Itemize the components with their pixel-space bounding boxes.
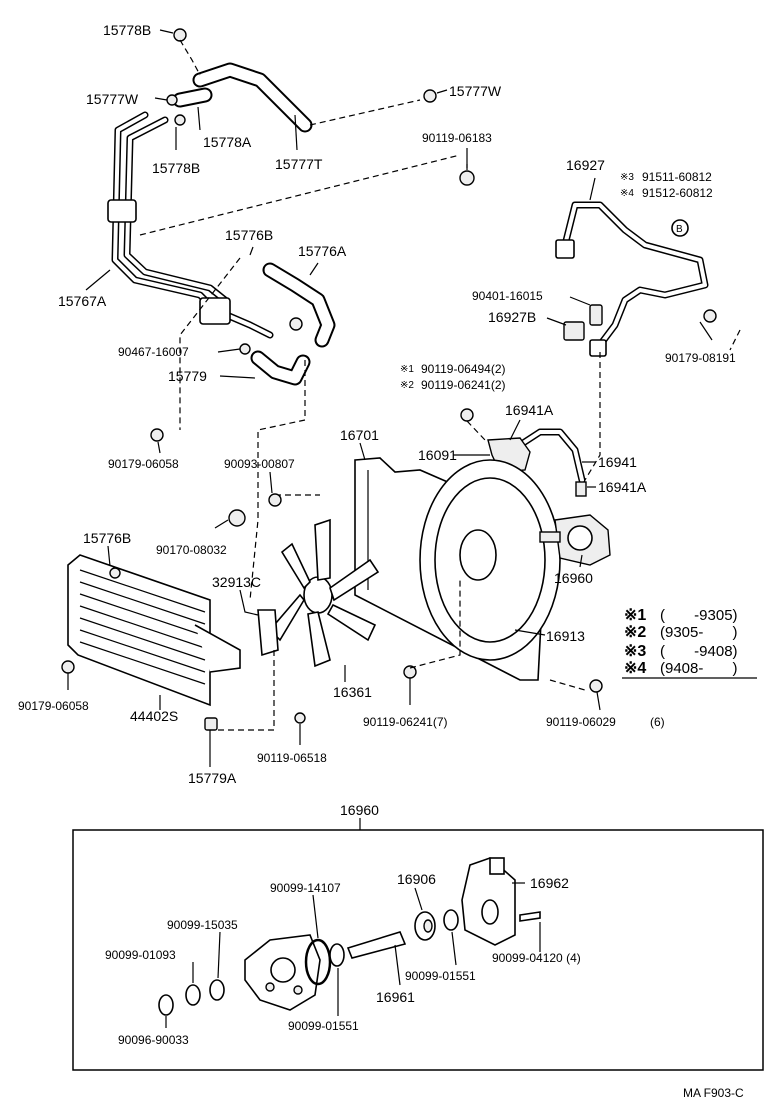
label-15779: 15779 [168,368,207,384]
label-note2-mark: ※2 [400,380,414,391]
label-16913: 16913 [546,628,585,644]
label-90093-00807: 90093-00807 [224,457,295,471]
legend-range-1: ( -9305) [660,607,738,624]
legend-mark-4: ※4 [624,660,646,677]
label-15767a: 15767A [58,293,107,309]
label-16701: 16701 [340,427,379,443]
label-90099-01093: 90099-01093 [105,948,176,962]
label-16941a-bot: 16941A [598,479,647,495]
label-16906: 16906 [397,871,436,887]
label-32913c: 32913C [212,574,261,590]
label-90119-06241-7: 90119-06241(7) [363,715,448,729]
label-ref-b: B [676,224,683,235]
label-91512-60812: 91512-60812 [642,186,713,200]
leader-lines [67,29,713,767]
label-note3-mark: ※3 [620,172,634,183]
radiator-hose-assembly [150,262,336,442]
label-note1-mark: ※1 [400,364,414,375]
label-15776a: 15776A [298,243,347,259]
legend-range-4: (9408- ) [660,660,738,677]
label-44402s: 44402S [130,708,178,724]
label-90099-04120: 90099-04120 (4) [492,951,581,965]
cooling-fan-16361 [268,518,380,668]
label-15778a: 15778A [203,134,252,150]
label-90099-01551-b: 90099-01551 [288,1019,359,1033]
label-90119-06183: 90119-06183 [422,131,492,145]
label-90119-06029: 90119-06029 [546,715,616,729]
label-16927b: 16927B [488,309,536,325]
label-15777w-right: 15777W [449,83,502,99]
legend-mark-2: ※2 [624,624,646,641]
label-16941a-top: 16941A [505,402,554,418]
label-90099-15035: 90099-15035 [167,918,238,932]
label-15777t: 15777T [275,156,323,172]
legend-range-3: ( -9408) [660,643,738,660]
label-90179-08191: 90179-08191 [665,351,736,365]
label-90170-08032: 90170-08032 [156,543,227,557]
label-90096-90033: 90096-90033 [118,1033,189,1047]
part-labels: 15778B 15777W 15777W 15778A 15778B 15777… [18,22,736,1047]
label-90099-14107: 90099-14107 [270,881,341,895]
label-16361: 16361 [333,684,372,700]
label-90119-06518: 90119-06518 [257,751,327,765]
label-16941: 16941 [598,454,637,470]
legend-mark-1: ※1 [624,607,646,624]
label-90119-06029-qty: (6) [650,715,665,729]
label-90119-06494: 90119-06494(2) [421,362,506,376]
label-15778b-top: 15778B [103,22,151,38]
label-15776b-top: 15776B [225,227,273,243]
legend: ※1 ( -9305) ※2 (9305- ) ※3 ( -9408) ※4 (… [624,607,738,677]
fan-shroud-16701 [354,457,561,681]
label-15776b-mid: 15776B [83,530,131,546]
label-16962: 16962 [530,875,569,891]
label-15777w-left: 15777W [86,91,139,107]
detail-box-16960 [72,818,764,1071]
label-15779a: 15779A [188,770,237,786]
label-90119-06241-2: 90119-06241(2) [421,378,506,392]
legend-mark-3: ※3 [624,643,646,660]
label-note4-mark: ※4 [620,188,634,199]
footer-code: MA F903-C [683,1086,744,1100]
label-16927: 16927 [566,157,605,173]
label-90099-01551-a: 90099-01551 [405,969,476,983]
label-16960-mid: 16960 [554,570,593,586]
label-16961: 16961 [376,989,415,1005]
fan-motor-16960 [539,514,611,566]
oil-cooler-44402s [61,554,241,731]
legend-range-2: (9305- ) [660,624,738,641]
label-90179-06058-top: 90179-06058 [108,457,179,471]
label-90467-16007: 90467-16007 [118,345,189,359]
oil-cooler-tube-assembly [107,28,475,339]
label-91511-60812: 91511-60812 [642,170,712,184]
label-16091: 16091 [418,447,457,463]
label-16960-box: 16960 [340,802,379,818]
cooler-pipe-16927 [555,201,717,357]
label-90179-06058-bot: 90179-06058 [18,699,89,713]
label-15778b-mid: 15778B [152,160,200,176]
label-90401-16015: 90401-16015 [472,289,543,303]
